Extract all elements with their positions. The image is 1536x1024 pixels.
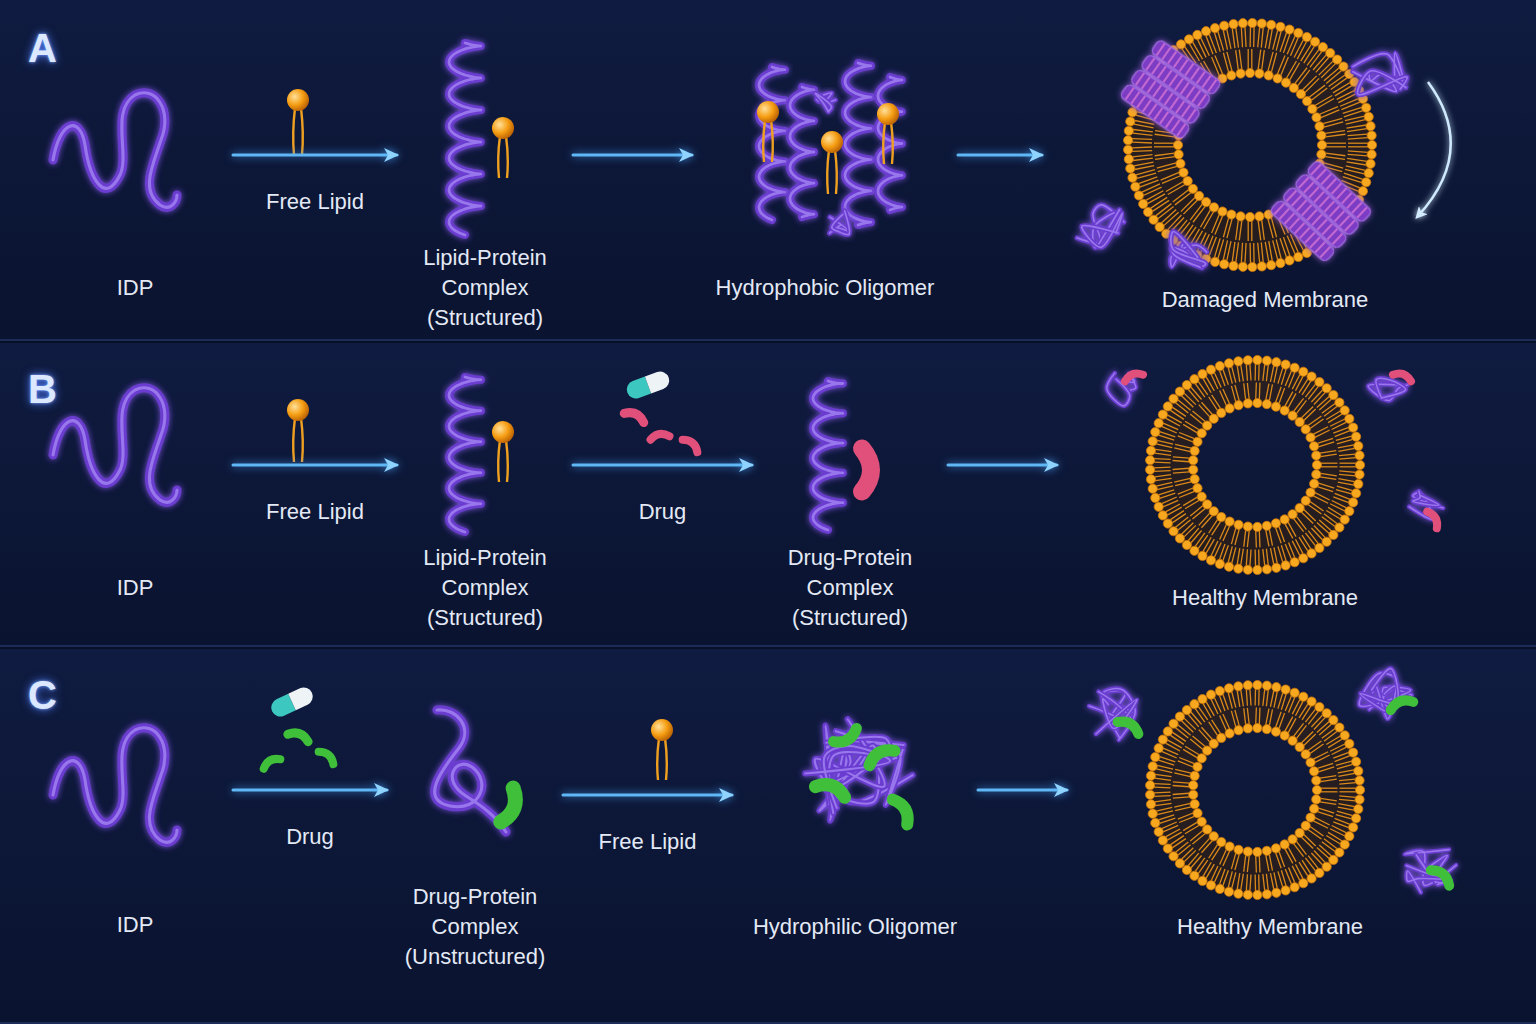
stage-caption: IDP [40, 573, 230, 603]
stage-caption: Healthy Membrane [1060, 583, 1470, 613]
stage-node: Hydrophilic Oligomer [735, 670, 975, 950]
stage-node: Drug-Protein Complex (Structured) [755, 360, 945, 640]
stage-caption: Healthy Membrane [1070, 912, 1470, 942]
panel-band: B IDP Lipid-Protein Complex (Structured) Dr… [0, 343, 1536, 647]
stage-node: Hydrophobic Oligomer [695, 50, 955, 320]
stage-caption: Drug-Protein Complex (Unstructured) [390, 882, 560, 972]
stage-node: Healthy Membrane [1070, 660, 1470, 960]
stage-caption: Drug-Protein Complex (Structured) [755, 543, 945, 633]
stage-caption: IDP [40, 910, 230, 940]
stage-node: Drug-Protein Complex (Unstructured) [390, 670, 560, 990]
panel-band: A IDP Lipid-Protein Complex (Structured) Hy… [0, 0, 1536, 341]
stage-caption: Hydrophobic Oligomer [695, 273, 955, 303]
stage-node: Lipid-Protein Complex (Structured) [400, 30, 570, 335]
stage-node: IDP [40, 380, 230, 620]
panel-letter: C [28, 673, 57, 717]
stage-node: Healthy Membrane [1060, 350, 1470, 620]
stage-caption: Lipid-Protein Complex (Structured) [400, 243, 570, 333]
panel-band: C IDP Drug-Protein Complex (Unstructured) H… [0, 649, 1536, 1024]
stage-node: Lipid-Protein Complex (Structured) [400, 360, 570, 640]
stage-node: IDP [40, 80, 230, 315]
stage-caption: Lipid-Protein Complex (Structured) [400, 543, 570, 633]
stage-caption: Hydrophilic Oligomer [735, 912, 975, 942]
stage-node: Damaged Membrane [1045, 25, 1485, 325]
panel-letter: B [28, 367, 57, 411]
stage-caption: Damaged Membrane [1045, 285, 1485, 315]
panel-letter: A [28, 26, 57, 70]
stage-caption: IDP [40, 273, 230, 303]
stage-node: IDP [40, 680, 230, 950]
